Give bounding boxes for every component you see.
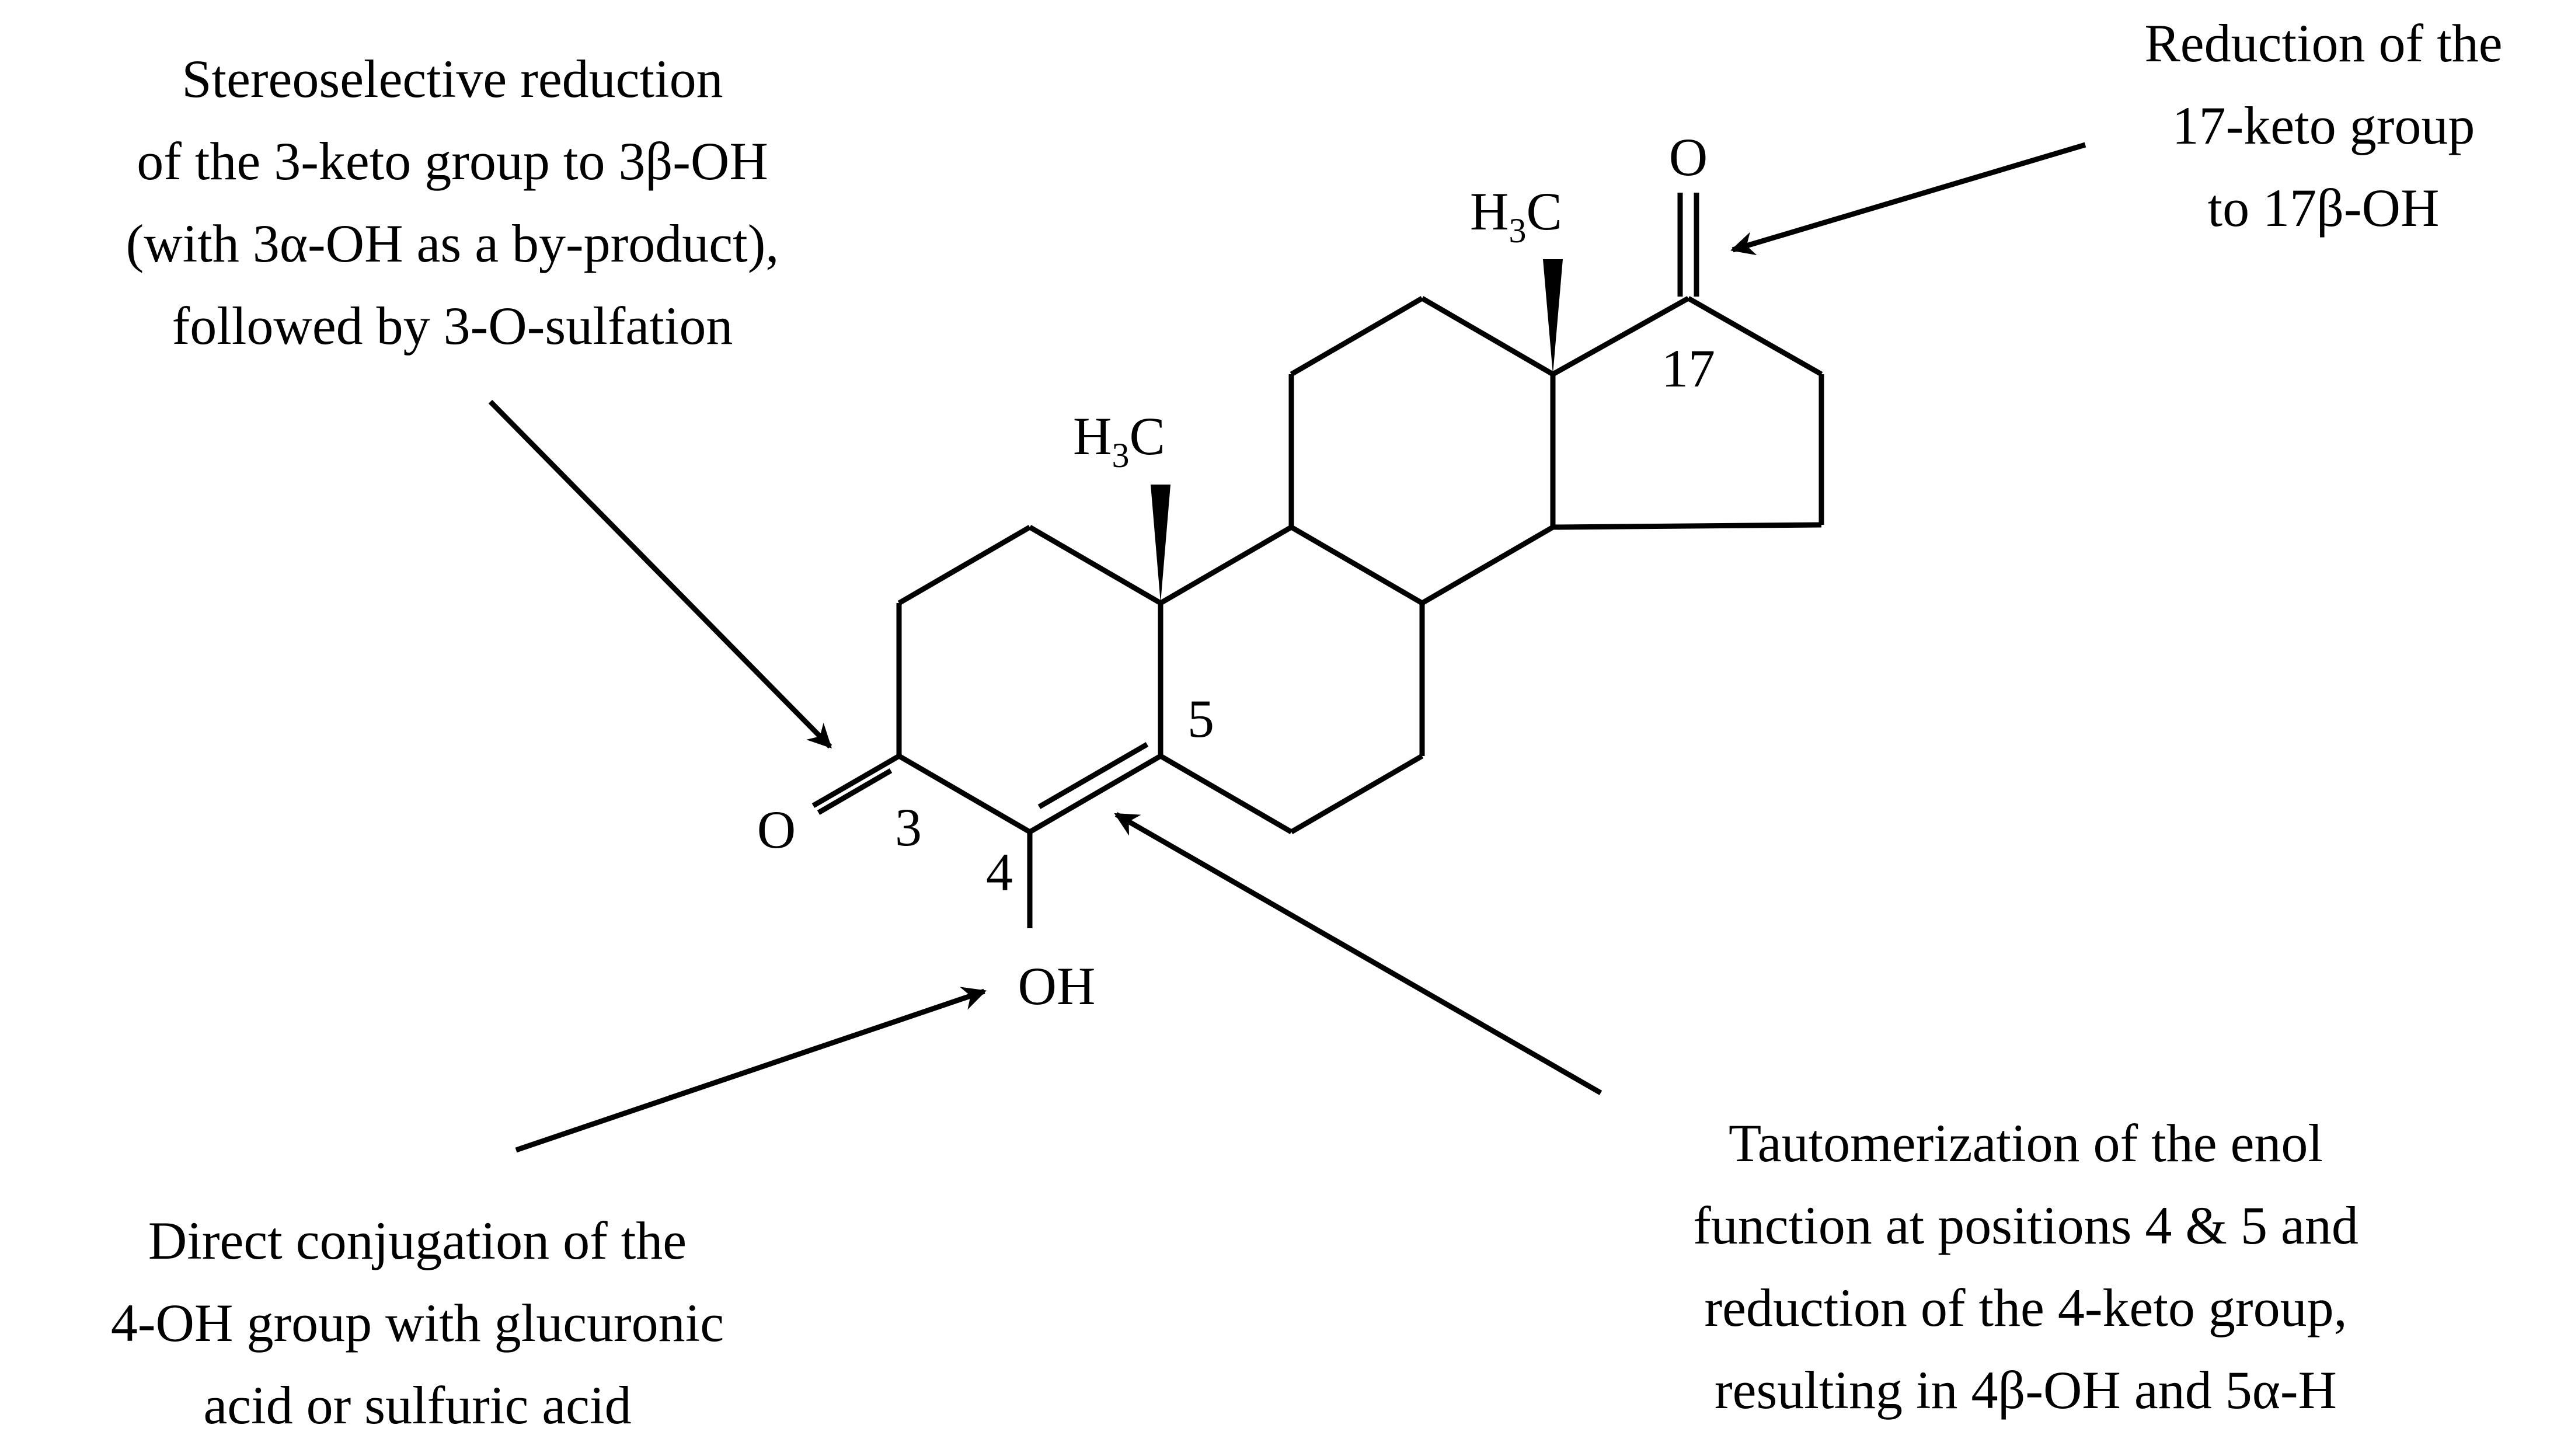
annotation-c3-reduction: Stereoselective reduction of the 3-keto … <box>23 38 882 367</box>
annotation-line: Tautomerization of the enol <box>1729 1113 2323 1173</box>
annotation-line: Direct conjugation of the <box>148 1211 687 1270</box>
annotation-enol-tautomerization: Tautomerization of the enol function at … <box>1588 1102 2464 1431</box>
ring-b <box>1159 525 1425 834</box>
bond-c6-c5 <box>1159 754 1293 834</box>
wedge-bond-c10-methyl <box>1151 485 1170 603</box>
annotation-line: Reduction of the <box>2144 13 2503 73</box>
bond-c15-c14 <box>1552 522 1822 530</box>
annotation-line: 4-OH group with glucuronic <box>110 1293 724 1353</box>
annotation-line: function at positions 4 & 5 and <box>1693 1196 2359 1255</box>
annotation-line: followed by 3-O-sulfation <box>172 296 733 356</box>
atom-label-oh4: OH <box>1018 956 1096 1016</box>
bond-c11-c12 <box>1290 296 1424 377</box>
annotation-c4-conjugation: Direct conjugation of the 4-OH group wit… <box>18 1200 817 1447</box>
arrow-to-c3-keto <box>488 399 832 749</box>
annotation-line: acid or sulfuric acid <box>203 1375 632 1435</box>
atom-label-o17: O <box>1669 127 1708 187</box>
atom-label-methyl-c13: H3C <box>1470 182 1562 250</box>
ring-a <box>896 525 1163 834</box>
bond-c17-c16 <box>1687 296 1823 377</box>
wedge-bond-c13-methyl <box>1543 259 1563 374</box>
arrow-to-c17-keto <box>1730 142 2086 256</box>
bond-c7-c6 <box>1290 754 1424 834</box>
c17-carbonyl <box>1677 193 1699 297</box>
annotation-line: of the 3-keto group to 3β-OH <box>137 131 768 191</box>
bond-c3-c4 <box>897 754 1032 834</box>
annotation-c17-reduction: Reduction of the 17-keto group to 17β-OH <box>2067 2 2571 249</box>
bond-c4-c5 <box>1028 754 1162 834</box>
annotation-line: reduction of the 4-keto group, <box>1704 1278 2347 1337</box>
bond-c12-c13 <box>1420 296 1555 377</box>
atom-label-o3: O <box>757 800 796 859</box>
bond-c14-c8 <box>1420 525 1555 605</box>
arrow-to-c4-c5-double-bond <box>1114 812 1602 1095</box>
arrow-to-c4-oh <box>515 987 987 1153</box>
bond-c9-c8 <box>1290 525 1424 605</box>
annotation-line: 17-keto group <box>2172 96 2475 155</box>
bond-c13-c17 <box>1551 296 1690 377</box>
annotation-line: (with 3α-OH as a by-product), <box>126 214 779 273</box>
annotation-line: Stereoselective reduction <box>182 49 723 109</box>
bond-c10-c1 <box>1028 525 1162 605</box>
position-number-3: 3 <box>895 797 922 857</box>
ring-c <box>1288 296 1556 605</box>
bond-c10-c9 <box>1159 525 1293 605</box>
c3-carbonyl <box>811 754 901 815</box>
bond-c3-o-1 <box>811 754 901 808</box>
bond-c3-o-2 <box>817 768 893 815</box>
position-number-5: 5 <box>1187 689 1214 748</box>
ring-d <box>1551 296 1824 530</box>
annotation-line: resulting in 4β-OH and 5α-H <box>1715 1360 2337 1420</box>
annotation-line: to 17β-OH <box>2207 178 2440 238</box>
atom-label-methyl-c10: H3C <box>1073 406 1165 475</box>
position-number-4: 4 <box>986 842 1013 902</box>
bond-c4-c5-double <box>1037 742 1149 809</box>
position-number-17: 17 <box>1661 339 1715 398</box>
bond-c1-c2 <box>897 525 1032 605</box>
